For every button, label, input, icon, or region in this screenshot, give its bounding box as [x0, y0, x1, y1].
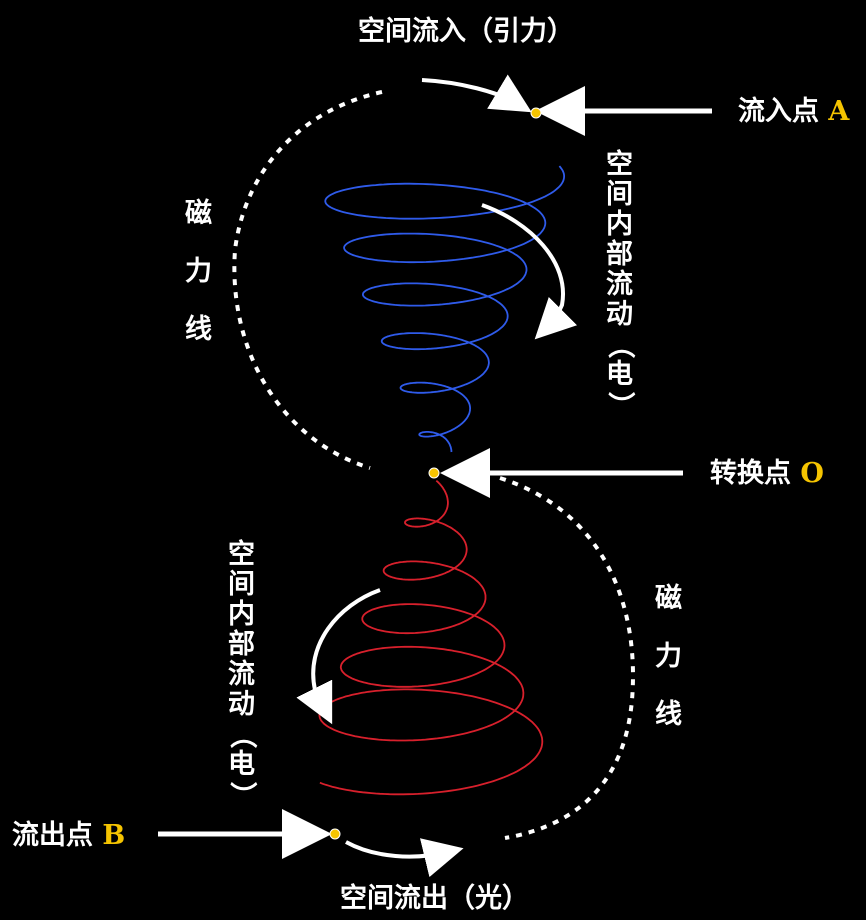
internal-flow-upper-char: 流: [606, 269, 633, 300]
space-outflow-title: 空间流出（光）: [340, 883, 529, 914]
internal-flow-lower-char: 间: [228, 569, 255, 600]
internal-flow-upper-char: 部: [606, 239, 633, 270]
magnetic-field-line-lower: [499, 476, 635, 840]
magnetic-line-lower-char: 力: [655, 641, 682, 672]
point-a-marker: [530, 107, 542, 119]
magnetic-line-lower-char: 磁: [655, 583, 682, 614]
internal-flow-lower-char: 电: [228, 749, 255, 780]
internal-flow-lower-char: 动: [228, 689, 255, 720]
space-inflow-title: 空间流入（引力）: [358, 16, 574, 47]
inflow-point-letter: A: [828, 96, 850, 127]
outflow-point-letter: B: [102, 820, 126, 851]
internal-flow-upper-char: 内: [606, 209, 633, 240]
internal-flow-lower-char: 流: [228, 659, 255, 690]
point-o-marker: [428, 467, 440, 479]
lower-spiral-red: [318, 479, 544, 796]
internal-flow-upper-char: 电: [606, 359, 633, 390]
magnetic-line-lower-char: 线: [655, 699, 682, 730]
internal-flow-lower-char: （: [226, 721, 258, 749]
internal-flow-upper-char: ）: [604, 391, 636, 419]
magnetic-line-label-lower: 磁力线: [655, 570, 682, 744]
magnetic-field-line-upper: [232, 90, 383, 470]
internal-flow-upper-char: 动: [606, 299, 633, 330]
transition-point-text: 转换点: [710, 458, 791, 489]
internal-flow-lower-char: 内: [228, 599, 255, 630]
internal-flow-upper-char: （: [604, 331, 636, 359]
lower-rotation-arrow: [296, 588, 381, 725]
upper-rotation-arrow: [481, 203, 578, 340]
magnetic-line-upper-char: 力: [185, 256, 212, 287]
magnetic-line-label-upper: 磁力线: [185, 185, 212, 359]
internal-flow-label-lower: 空间内部流动（电）: [226, 539, 258, 810]
outflow-curved-arrow: [345, 838, 464, 878]
internal-flow-lower-char: ）: [226, 781, 258, 809]
outflow-point-label: 流出点 B: [12, 822, 125, 849]
magnetic-line-upper-char: 磁: [185, 198, 212, 229]
inflow-point-label: 流入点 A: [738, 98, 849, 125]
upper-spiral-blue: [324, 165, 565, 453]
internal-flow-upper-char: 间: [606, 179, 633, 210]
outflow-point-text: 流出点: [12, 820, 93, 851]
internal-flow-lower-char: 部: [228, 629, 255, 660]
point-b-marker: [329, 828, 341, 840]
inflow-curved-arrow: [421, 74, 532, 113]
inflow-point-text: 流入点: [738, 96, 819, 127]
internal-flow-label-upper: 空间内部流动（电）: [604, 149, 636, 420]
internal-flow-lower-char: 空: [228, 539, 255, 570]
internal-flow-upper-char: 空: [606, 149, 633, 180]
transition-point-letter: O: [800, 458, 824, 489]
magnetic-line-upper-char: 线: [185, 314, 212, 345]
transition-point-label: 转换点 O: [710, 460, 824, 487]
